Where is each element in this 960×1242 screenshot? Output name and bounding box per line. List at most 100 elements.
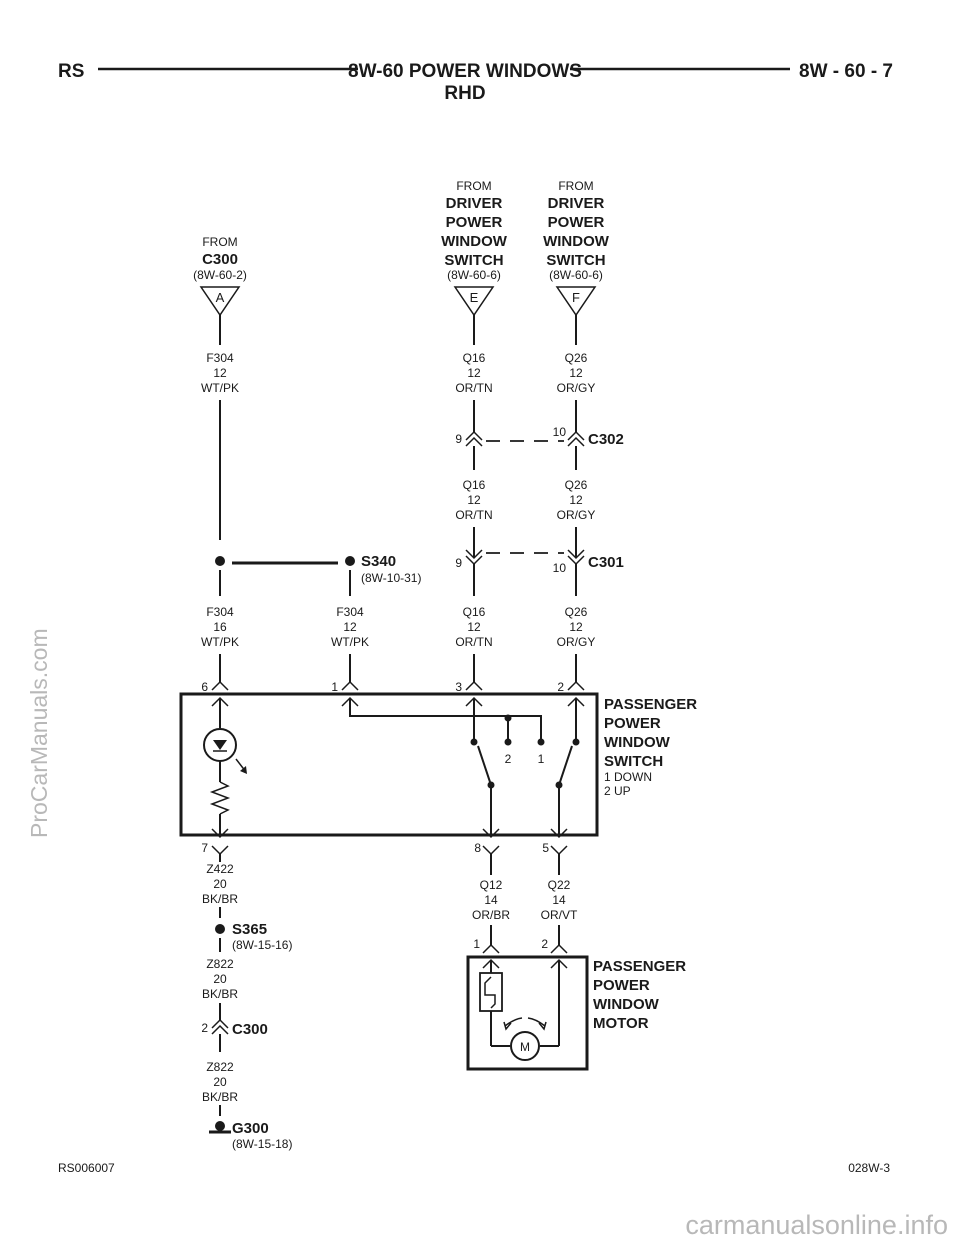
contact-dot-icon: [572, 738, 580, 746]
resistor-icon: [209, 781, 231, 815]
source-name-line: SWITCH: [444, 252, 503, 269]
wire-circuit: Q12: [480, 878, 503, 892]
wire-circuit: Q16: [463, 478, 486, 492]
footer-left-code: RS006007: [58, 1161, 115, 1175]
wire-circuit: Z822: [206, 957, 234, 971]
pin-chevron-icon: [550, 845, 568, 856]
switch-body: [179, 692, 599, 837]
wire-gauge: 14: [484, 893, 498, 907]
wire-label-q16-mid: Q16 12 OR/TN: [455, 478, 492, 522]
switch-bottom-pins: 7 8 5: [201, 841, 568, 875]
source-ref: (8W-60-6): [549, 268, 603, 282]
switch-top-pins: 6 1 3 2: [201, 654, 585, 694]
splice-name: S340: [361, 553, 396, 570]
wire-label-q26-top: Q26 12 OR/GY: [557, 351, 596, 395]
connector-pin: 2: [201, 1021, 208, 1035]
pin-number: 7: [201, 841, 208, 855]
ground-name: G300: [232, 1120, 269, 1137]
bottom-watermark: carmanualsonline.info: [685, 1210, 948, 1240]
connector-name: C302: [588, 431, 624, 448]
pin-chevron-icon: [550, 828, 568, 839]
source-name-line: WINDOW: [543, 233, 610, 250]
connector-chevron-icon: [465, 430, 483, 447]
wire-gauge: 14: [552, 893, 566, 907]
wire-label-q16-top: Q16 12 OR/TN: [455, 351, 492, 395]
wire-circuit: F304: [206, 605, 234, 619]
wire-circuit: Q16: [463, 605, 486, 619]
pin-chevron-icon: [482, 943, 500, 954]
wire-label-f304-16: F304 16 WT/PK: [201, 605, 239, 649]
wire-gauge: 20: [213, 972, 227, 986]
wire-gauge: 20: [213, 1075, 227, 1089]
switch-name-line: SWITCH: [604, 753, 663, 770]
connector-name: C300: [232, 1021, 268, 1038]
connector-triangle-icon: [199, 286, 241, 317]
pin-chevron-icon: [211, 828, 229, 839]
diode-icon: [213, 740, 227, 750]
wire-gauge: 12: [569, 493, 583, 507]
source-pin: F: [572, 290, 580, 305]
wire-label-q26-mid: Q26 12 OR/GY: [557, 478, 596, 522]
wire-circuit: F304: [336, 605, 364, 619]
wire-color: OR/TN: [455, 635, 492, 649]
circuit-breaker-icon: [479, 972, 503, 1012]
pin-number: 1: [473, 937, 480, 951]
wire-color: BK/BR: [202, 892, 238, 906]
source-name: C300: [202, 251, 238, 268]
connector-c301: 9 10 C301: [455, 549, 624, 575]
wire-circuit: Q26: [565, 605, 588, 619]
connector-name: C301: [588, 554, 624, 571]
motor-name-line: WINDOW: [593, 996, 660, 1013]
pin-chevron-icon: [482, 828, 500, 839]
contact-dot-icon: [504, 738, 512, 746]
pin-number: 1: [331, 680, 338, 694]
contact-label: 2: [505, 752, 512, 766]
wire-label-q16-low: Q16 12 OR/TN: [455, 605, 492, 649]
wire-color: OR/TN: [455, 381, 492, 395]
rotation-arrow-icon: [504, 1017, 523, 1027]
source-name-line: DRIVER: [446, 195, 503, 212]
pin-chevron-icon: [550, 943, 568, 954]
wire-label-q22: Q22 14 OR/VT: [541, 878, 578, 922]
wire-gauge: 12: [213, 366, 227, 380]
wire-color: WT/PK: [331, 635, 369, 649]
motor-icon: [510, 1031, 540, 1061]
contact-dot-icon: [537, 738, 545, 746]
wire-color: OR/VT: [541, 908, 578, 922]
page-header: RS 8W-60 POWER WINDOWS RHD 8W - 60 - 7: [58, 61, 893, 104]
wire-gauge: 12: [467, 620, 481, 634]
motor-name-line: MOTOR: [593, 1015, 649, 1032]
rotation-arrow-icon: [527, 1017, 546, 1027]
source-name-line: WINDOW: [441, 233, 508, 250]
source-ref: (8W-60-2): [193, 268, 247, 282]
junction-dot-icon: [504, 714, 512, 722]
pin-number: 8: [474, 841, 481, 855]
wire-circuit: Q26: [565, 478, 588, 492]
source-pin: E: [470, 290, 479, 305]
source-driver-switch-f: FROM DRIVER POWER WINDOW SWITCH (8W-60-6…: [543, 179, 610, 317]
switch-blade: [558, 745, 573, 786]
pin-chevron-icon: [482, 845, 500, 856]
connector-pin: 9: [455, 432, 462, 446]
light-arrow-head-icon: [240, 766, 247, 774]
pin-number: 6: [201, 680, 208, 694]
wire-circuit: Z422: [206, 862, 234, 876]
source-c300: FROM C300 (8W-60-2) A: [193, 235, 247, 317]
wire-color: OR/GY: [557, 381, 596, 395]
wire-color: BK/BR: [202, 987, 238, 1001]
splice-s365: S365 (8W-15-16): [232, 921, 292, 952]
source-driver-switch-e: FROM DRIVER POWER WINDOW SWITCH (8W-60-6…: [441, 179, 508, 317]
switch-name-line: PASSENGER: [604, 696, 697, 713]
wire-label-f304-top: F304 12 WT/PK: [201, 351, 239, 395]
wire-gauge: 12: [467, 366, 481, 380]
wire-gauge: 12: [467, 493, 481, 507]
wire-color: WT/PK: [201, 381, 239, 395]
wire-gauge: 16: [213, 620, 227, 634]
source-name-line: POWER: [548, 214, 605, 231]
splice-ref: (8W-15-16): [232, 938, 292, 952]
connector-pin: 9: [455, 556, 462, 570]
splice-dot-icon: [345, 556, 355, 566]
wire-circuit: F304: [206, 351, 234, 365]
connector-pin: 10: [553, 425, 567, 439]
header-title: 8W-60 POWER WINDOWS: [348, 61, 582, 82]
